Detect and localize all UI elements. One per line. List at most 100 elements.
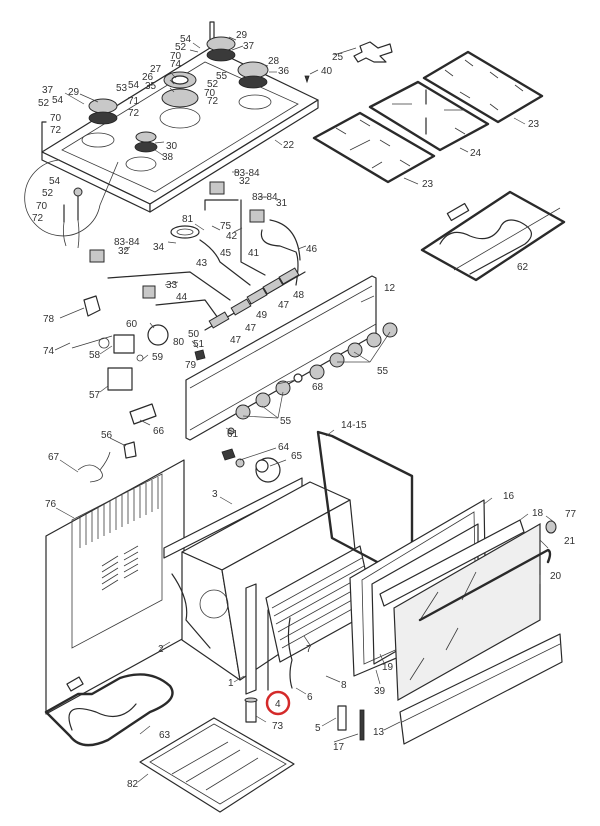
label-36: 36 [278, 66, 290, 77]
label-78: 78 [43, 314, 55, 325]
label-52: 52 [207, 79, 219, 90]
label-40: 40 [321, 66, 333, 77]
bottom-element-63 [44, 673, 174, 747]
indicator-68 [293, 373, 303, 383]
grate-24-middle [368, 80, 490, 152]
foot-73 [244, 697, 258, 723]
label-72: 72 [50, 125, 62, 136]
label-54: 54 [49, 176, 61, 187]
label-47: 47 [245, 323, 257, 334]
grate-23-left [312, 111, 436, 184]
leader-lines [54, 36, 555, 783]
label-23: 23 [528, 119, 540, 130]
label-32: 32 [239, 176, 251, 187]
base-tray-82 [139, 717, 295, 813]
label-8: 8 [341, 680, 347, 691]
burner-wok-26-27 [159, 71, 201, 129]
label-21: 21 [564, 536, 576, 547]
door-glass-20 [393, 522, 552, 702]
label-49: 49 [256, 310, 268, 321]
label-7: 7 [306, 644, 312, 655]
label-73: 73 [272, 721, 284, 732]
label-39: 39 [374, 686, 386, 697]
kick-plate-13 [399, 633, 563, 745]
part-66 [129, 403, 157, 425]
label-83-84: 83-84 [114, 237, 140, 248]
burner-rear-right-28 [237, 61, 272, 110]
label-37: 37 [42, 85, 54, 96]
label-62: 62 [517, 262, 529, 273]
label-70: 70 [204, 88, 216, 99]
label-55: 55 [280, 416, 292, 427]
label-18: 18 [532, 508, 544, 519]
door-18 [379, 519, 525, 607]
label-66: 66 [153, 426, 165, 437]
grate-23-right [422, 50, 544, 124]
label-25: 25 [332, 52, 344, 63]
label-31: 31 [276, 198, 288, 209]
part-labels: 54 52 29 37 70 74 27 26 35 28 36 55 52 7… [32, 30, 577, 790]
label-28: 28 [268, 56, 280, 67]
label-1: 1 [228, 678, 234, 689]
label-45: 45 [220, 248, 232, 259]
part-78 [83, 295, 101, 317]
label-67: 67 [48, 452, 60, 463]
label-6: 6 [307, 692, 313, 703]
label-22: 22 [283, 140, 295, 151]
label-54: 54 [52, 95, 64, 106]
front-frame-1 [245, 583, 257, 695]
label-83-84: 83-84 [234, 168, 260, 179]
label-37: 37 [243, 41, 255, 52]
label-81: 81 [182, 214, 194, 225]
control-knobs-55 [235, 322, 398, 420]
label-54: 54 [128, 80, 140, 91]
label-50: 50 [188, 329, 200, 340]
label-24: 24 [470, 148, 482, 159]
label-75: 75 [220, 221, 232, 232]
label-71: 71 [128, 96, 140, 107]
knob-77 [545, 520, 557, 534]
gas-taps-47 [208, 267, 300, 329]
label-52: 52 [38, 98, 50, 109]
label-30: 30 [166, 141, 178, 152]
label-54: 54 [180, 34, 192, 45]
label-12: 12 [384, 283, 396, 294]
label-72: 72 [207, 96, 219, 107]
label-47: 47 [278, 300, 290, 311]
door-handle-21 [418, 548, 552, 622]
label-74: 74 [170, 59, 182, 70]
label-52: 52 [42, 188, 54, 199]
label-4: 4 [275, 699, 281, 710]
label-70: 70 [170, 51, 182, 62]
label-43: 43 [196, 258, 208, 269]
part-57 [107, 367, 133, 391]
label-58: 58 [89, 350, 101, 361]
label-74: 74 [43, 346, 55, 357]
label-14-15: 14-15 [341, 420, 367, 431]
burner-front-30 [125, 131, 158, 172]
label-42: 42 [226, 231, 238, 242]
label-48: 48 [293, 290, 305, 301]
label-60: 60 [126, 319, 138, 330]
label-61: 61 [227, 429, 239, 440]
label-29: 29 [236, 30, 248, 41]
label-70: 70 [50, 113, 62, 124]
burner-front-left-29 [81, 98, 118, 148]
label-80: 80 [173, 337, 185, 348]
label-64: 64 [278, 442, 290, 453]
label-57: 57 [89, 390, 101, 401]
label-23: 23 [422, 179, 434, 190]
label-19: 19 [382, 662, 394, 673]
label-53: 53 [116, 83, 128, 94]
screw-40 [304, 75, 310, 84]
side-rails-4-6 [267, 609, 293, 691]
label-16: 16 [503, 491, 515, 502]
label-5: 5 [315, 723, 321, 734]
label-82: 82 [127, 779, 139, 790]
label-34: 34 [153, 242, 165, 253]
label-13: 13 [373, 727, 385, 738]
label-20: 20 [550, 571, 562, 582]
label-17: 17 [333, 742, 345, 753]
label-38: 38 [162, 152, 174, 163]
